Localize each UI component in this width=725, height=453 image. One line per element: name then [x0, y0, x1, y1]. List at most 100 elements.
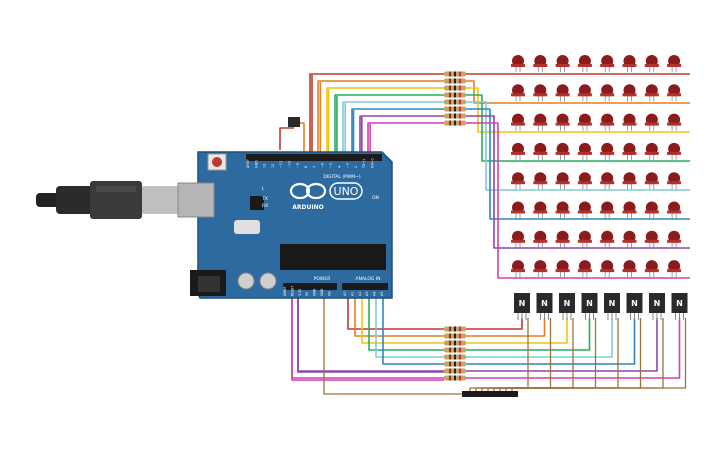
rx-label: RX	[262, 203, 268, 209]
npn-transistor: N	[626, 293, 643, 320]
wire	[466, 318, 681, 379]
npn-transistor: N	[536, 293, 553, 320]
wire	[342, 101, 444, 156]
wire	[354, 290, 444, 337]
digital-pin-label: 4	[337, 166, 341, 168]
wire	[466, 318, 568, 344]
wire	[367, 122, 444, 156]
wire	[382, 290, 444, 365]
transistor-label: N	[586, 299, 593, 308]
digital-pin-label: RX←0	[371, 158, 375, 168]
transistor-label: N	[541, 299, 548, 308]
wire	[466, 108, 690, 220]
transistor-label: N	[676, 299, 683, 308]
digital-pin-label: 7	[312, 166, 316, 168]
digital-pin-label: ~9	[296, 163, 300, 168]
npn-transistor: N	[671, 293, 688, 320]
resistor-bank-top	[444, 71, 466, 126]
resistor-bank-bottom	[444, 326, 466, 381]
power-pin-label: 5V	[305, 291, 309, 296]
bottom-header	[462, 391, 518, 397]
tx-label: TX	[261, 196, 268, 202]
analog-pin-label: A1	[350, 292, 354, 296]
logo-uno-text: UNO	[334, 185, 359, 198]
wire	[317, 80, 444, 156]
digital-pin-label: 13	[263, 164, 267, 168]
wire	[466, 318, 523, 330]
wire	[466, 87, 690, 133]
wire	[323, 290, 462, 395]
analog-pin-label: A3	[365, 292, 369, 296]
digital-pin-label: ~10	[288, 161, 292, 168]
wire	[359, 115, 444, 156]
power-pin-label: Vin	[327, 291, 331, 296]
brand-text: ARDUINO	[292, 204, 323, 211]
analog-pin-label: A4	[373, 292, 377, 296]
arduino-logo: UNO ARDUINO	[289, 182, 363, 211]
wire	[466, 80, 690, 104]
atmega-chip	[280, 244, 386, 270]
wire	[326, 87, 444, 156]
wire	[300, 122, 305, 156]
led-matrix	[511, 55, 682, 278]
transistor-label: N	[564, 299, 571, 308]
analog-pin-label: A0	[343, 292, 347, 296]
transistor-label: N	[519, 299, 526, 308]
wire	[466, 101, 690, 191]
wire	[351, 108, 444, 156]
digital-pin-label: ~6	[321, 163, 325, 168]
transistor-label: N	[631, 299, 638, 308]
small-transistor	[288, 117, 300, 127]
digital-pin-label: ~11	[279, 161, 283, 168]
power-pin-label: GND	[320, 288, 324, 296]
wire	[297, 290, 444, 372]
power-pin-label: IOREF	[283, 286, 287, 296]
npn-transistor: N	[514, 293, 530, 320]
npn-transistor: N	[604, 293, 620, 320]
transistor-label: N	[609, 299, 616, 308]
wire	[334, 94, 444, 156]
wire	[505, 318, 664, 392]
wire	[466, 122, 690, 279]
wires-layer	[279, 73, 690, 395]
analog-label: ANALOG IN	[355, 276, 380, 282]
npn-transistor: N	[559, 293, 575, 320]
wire	[466, 115, 690, 249]
digital-pin-label: TX→1	[362, 159, 366, 169]
digital-pin-label: ~5	[329, 163, 333, 168]
power-label: POWER	[314, 276, 331, 282]
wire	[466, 318, 658, 372]
digital-pin-label: GND	[254, 160, 258, 168]
pin-labels: AREF GND 13 12 ~11 ~10 ~9 8 7 ~6 ~5 4 ~3 2 TX→1 RX←0IOR…	[246, 158, 384, 296]
wire	[466, 94, 690, 162]
wire	[466, 318, 591, 351]
transistor-label: N	[654, 299, 661, 308]
wire	[511, 318, 687, 392]
analog-pin-label: A2	[358, 292, 362, 296]
digital-pin-label: AREF	[246, 159, 250, 168]
analog-header	[342, 283, 388, 290]
wire	[361, 290, 444, 344]
power-pin-label: GND	[313, 288, 317, 296]
l-label: L	[262, 186, 265, 192]
wire	[466, 318, 546, 337]
analog-pin-label: A5	[380, 292, 384, 296]
wire	[466, 318, 636, 365]
power-pin-label: RESET	[290, 286, 294, 296]
wire	[375, 290, 444, 358]
wire	[368, 290, 444, 351]
digital-pin-label: 12	[271, 164, 275, 168]
digital-pin-label: ~3	[346, 163, 350, 168]
digital-pin-label: 8	[304, 166, 308, 168]
npn-transistor: N	[649, 293, 665, 320]
digital-pin-label: 2	[354, 166, 358, 168]
wire	[466, 318, 613, 358]
arduino-board: UNO ARDUINO DIGITAL (PWM~) ON TX RX L PO…	[177, 151, 393, 299]
digital-label: DIGITAL (PWM~)	[323, 174, 361, 180]
wire	[347, 290, 444, 330]
wire	[279, 127, 294, 150]
npn-transistor: N	[581, 293, 598, 320]
power-pin-label: 3.3V	[298, 288, 302, 296]
